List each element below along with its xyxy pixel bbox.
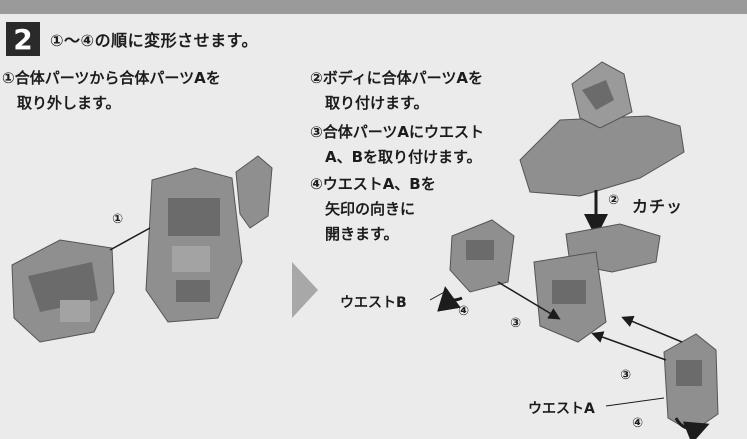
attach-arrow-waist-a-upper [621,315,683,343]
step-heading: ①〜④の順に変形させます。 [50,31,258,50]
callout-click-step: ② [608,193,620,208]
combine-part-a [11,239,115,343]
callout-attach-step-left: ③ [510,316,522,331]
waist-b-label: ウエストB [340,295,407,311]
callout-open-step-left: ④ [458,304,470,319]
click-sound-label: カチッ [632,197,684,216]
remove-leader-line [109,227,151,251]
robot-body [519,61,685,197]
waist-a-leader [605,397,665,407]
callout-open-step-right: ④ [632,416,644,431]
waist-a-label: ウエストA [528,401,595,417]
open-arrow-waist-a [674,417,710,439]
instruction-4: ④ウエストA、Bを 矢印の向きに 開きます。 [310,175,436,243]
waist-b [449,219,515,293]
instruction-1: ①合体パーツから合体パーツAを 取り外します。 [2,69,221,112]
top-band [0,0,747,14]
waist-b-leader [429,289,449,301]
separator-arrow [292,262,318,318]
combine-parts [145,155,273,323]
instruction-2: ②ボディに合体パーツAを 取り付けます。 [310,69,483,112]
attach-arrow-waist-b [497,281,561,320]
waist-a [663,333,719,433]
instruction-3: ③合体パーツAにウエスト A、Bを取り付けます。 [310,123,485,166]
step-number-badge: 2 [6,22,40,56]
callout-remove-step: ① [112,212,124,227]
open-arrow-waist-b [437,286,463,312]
callout-attach-step-right: ③ [620,368,632,383]
attach-arrow-waist-a [591,331,667,361]
